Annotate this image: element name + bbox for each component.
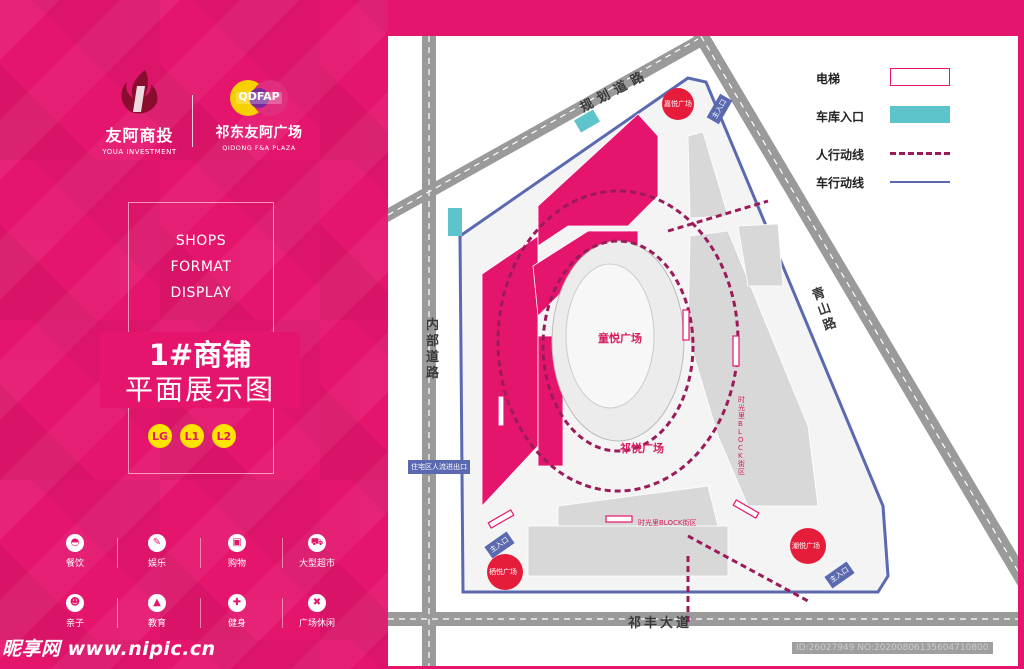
icon-divider <box>117 538 118 568</box>
heading-format: FORMAT <box>170 259 232 275</box>
icon-divider <box>200 538 201 568</box>
dining-icon: ◓ <box>66 534 84 552</box>
plaza-se-label: 潮悦广场 <box>792 542 820 550</box>
plaza-sw-label: 栖悦广场 <box>489 568 517 576</box>
category-label: 广场休闲 <box>298 619 335 629</box>
logo1-english: YOUA INVESTMENT <box>102 148 177 156</box>
site-plan-drawing <box>388 36 1018 666</box>
legend-garage-label: 车库入口 <box>816 110 865 124</box>
legend-vehicle-swatch <box>890 181 950 183</box>
category-entertainment: ✎ 娱乐 <box>122 534 192 569</box>
page-subtitle: 平面展示图 <box>100 368 300 408</box>
category-shopping: ▣ 购物 <box>202 534 272 569</box>
qidong-plaza-logo: QDFAP 祁东友阿广场 QIDONG F&A PLAZA <box>198 78 320 152</box>
category-supermarket: ⛟ 大型超市 <box>282 534 352 569</box>
logo1-name: 友阿商投 <box>105 126 174 145</box>
road-north <box>388 36 703 222</box>
category-label: 健身 <box>227 619 246 629</box>
info-panel: 友阿商投 YOUA INVESTMENT QDFAP 祁东友阿广场 QIDONG… <box>0 0 388 669</box>
road-network <box>388 36 1018 666</box>
category-education: ▲ 教育 <box>122 594 192 629</box>
logo2-name: 祁东友阿广场 <box>215 125 303 141</box>
legend-pedestrian-label: 人行动线 <box>816 148 865 162</box>
icon-divider <box>282 538 283 568</box>
category-label: 购物 <box>227 559 246 569</box>
category-label: 教育 <box>147 619 166 629</box>
plaza-markers <box>487 88 826 590</box>
fitness-icon: ✚ <box>228 594 246 612</box>
logo-divider <box>192 95 193 147</box>
legend-vehicle-label: 车行动线 <box>816 176 865 190</box>
plaza-south-label: 祁悦广场 <box>620 442 664 455</box>
icon-divider <box>282 598 283 628</box>
supermarket-icon: ⛟ <box>308 534 326 552</box>
floor-badges: LG L1 L2 <box>148 424 258 448</box>
heading-shops: SHOPS <box>175 233 227 249</box>
garage-entrance-west <box>448 208 462 236</box>
logo2-badge: QDFAP <box>238 90 280 103</box>
page-title: 1#商铺 <box>100 332 300 374</box>
plaza-center-label: 童悦广场 <box>598 332 642 345</box>
category-plaza-leisure: ✖ 广场休闲 <box>282 594 352 629</box>
icon-divider <box>200 598 201 628</box>
block-east-label: 时光里BLOCK街区 <box>738 396 745 476</box>
shop-blocks <box>481 113 659 508</box>
education-icon: ▲ <box>148 594 166 612</box>
road-east <box>693 36 1018 586</box>
block-south-label: 时光里BLOCK街区 <box>638 519 697 527</box>
road-south-label: 祁丰大道 <box>628 616 693 631</box>
flame-logo-icon <box>120 70 158 114</box>
legend-elevator-label: 电梯 <box>816 72 841 86</box>
category-fitness: ✚ 健身 <box>202 594 272 629</box>
block-west-label: 时光里BLOCK街区 <box>504 324 511 404</box>
site-map: 电梯 车库入口 人行动线 车行动线 规划道路 内部道路 青山路 祁丰大道 童悦广… <box>388 36 1018 666</box>
category-label: 大型超市 <box>298 559 335 569</box>
category-label: 亲子 <box>65 619 84 629</box>
heading-display: DISPLAY <box>170 285 232 301</box>
road-west-label: 内部道路 <box>426 318 440 381</box>
plaza-ne-label: 嘉悦广场 <box>664 100 692 108</box>
watermark-site: 昵享网 www.nipic.cn <box>2 638 216 660</box>
watermark-id: ID:26027949 NO:20200806135604710800 <box>792 642 993 654</box>
elevators <box>487 309 760 529</box>
category-label: 娱乐 <box>147 559 166 569</box>
legend-garage-swatch <box>890 106 950 123</box>
residential-exit-tag: 住宅区人流进出口 <box>408 460 470 474</box>
youa-investment-logo: 友阿商投 YOUA INVESTMENT <box>92 68 187 156</box>
category-family: ☻ 亲子 <box>40 594 110 629</box>
icon-divider <box>117 598 118 628</box>
category-label: 餐饮 <box>65 559 84 569</box>
floor-badge-lg[interactable]: LG <box>148 424 172 448</box>
category-dining: ◓ 餐饮 <box>40 534 110 569</box>
qdfap-logo-icon: QDFAP <box>224 78 294 118</box>
floor-badge-l1[interactable]: L1 <box>180 424 204 448</box>
legend-pedestrian-swatch <box>890 152 950 155</box>
gray-blocks <box>527 131 819 577</box>
road-south <box>388 612 1018 626</box>
floor-badge-l2[interactable]: L2 <box>212 424 236 448</box>
family-icon: ☻ <box>66 594 84 612</box>
logo2-english: QIDONG F&A PLAZA <box>222 144 296 152</box>
entertainment-icon: ✎ <box>148 534 166 552</box>
plaza-leisure-icon: ✖ <box>308 594 326 612</box>
shopping-icon: ▣ <box>228 534 246 552</box>
garage-entrance-north <box>573 109 601 133</box>
legend-elevator-swatch <box>890 68 950 86</box>
